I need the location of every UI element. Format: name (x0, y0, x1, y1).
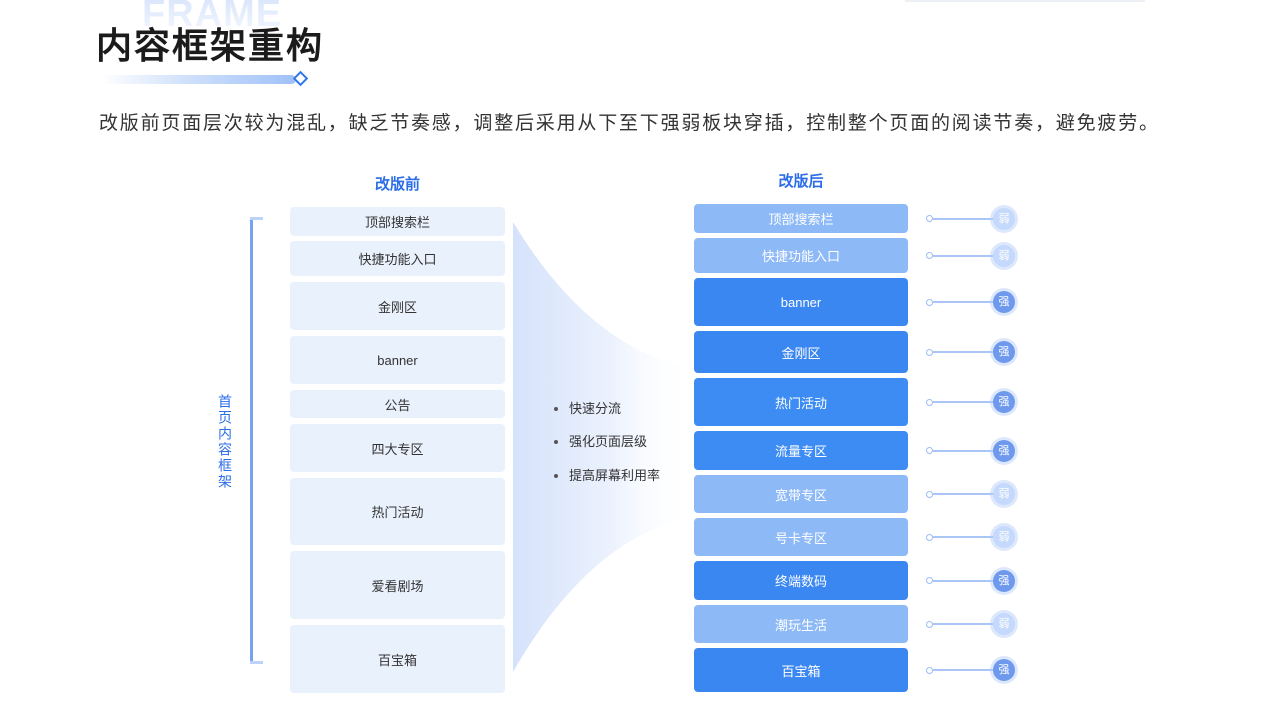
benefit-label: 提高屏幕利用率 (569, 468, 661, 483)
connector-line (933, 217, 995, 220)
bullet-icon (554, 440, 558, 444)
after-module: 终端数码 (694, 561, 908, 600)
connector-dot (926, 490, 933, 498)
connector-dot (926, 298, 933, 306)
level-badge: 强 (993, 659, 1015, 681)
after-module: 宽带专区 (694, 475, 908, 513)
after-module: 潮玩生活 (694, 605, 908, 643)
connector-dot (926, 620, 933, 628)
after-module: 顶部搜索栏 (694, 204, 908, 233)
level-badge: 强 (993, 391, 1015, 413)
connector-line (933, 669, 995, 671)
connector-dot (926, 666, 933, 674)
level-badge: 弱 (993, 613, 1015, 635)
diamond-icon (292, 70, 309, 87)
connector-line (933, 536, 995, 538)
connector-line (933, 493, 995, 495)
connector-line (933, 401, 995, 403)
before-module: 金刚区 (290, 282, 505, 330)
after-row: 金刚区 强 (694, 331, 1020, 373)
before-module: banner (290, 336, 505, 384)
before-module: 快捷功能入口 (290, 241, 505, 276)
level-badge: 弱 (993, 244, 1015, 267)
bullet-icon (554, 407, 558, 411)
before-module: 公告 (290, 390, 505, 418)
after-module: 金刚区 (694, 331, 908, 373)
title-underline (100, 75, 296, 84)
funnel-shape (513, 222, 692, 672)
before-module: 热门活动 (290, 478, 505, 545)
level-badge: 强 (993, 291, 1015, 313)
level-badge: 弱 (993, 483, 1015, 505)
page-title: 内容框架重构 (96, 25, 325, 66)
after-module: 流量专区 (694, 431, 908, 470)
connector-line (933, 449, 995, 452)
after-module: 热门活动 (694, 378, 908, 426)
bracket-line (250, 218, 253, 664)
benefit-item: 快速分流 (552, 400, 621, 418)
before-heading: 改版前 (374, 176, 420, 193)
benefit-label: 快速分流 (569, 401, 622, 416)
connector-line (933, 579, 995, 582)
after-row: 热门活动 强 (694, 378, 1020, 426)
bracket-cap-top (250, 217, 263, 220)
after-row: 百宝箱 强 (694, 648, 1020, 692)
after-row: 快捷功能入口 弱 (694, 238, 1020, 273)
connector-dot (926, 577, 933, 584)
after-heading: 改版后 (778, 173, 824, 190)
after-row: 流量专区 强 (694, 431, 1020, 470)
after-row: 号卡专区 弱 (694, 518, 1020, 556)
before-module: 四大专区 (290, 424, 505, 472)
connector-line (933, 623, 995, 625)
bullet-icon (554, 474, 558, 478)
bracket-label: 首页内容框架 (217, 394, 233, 490)
connector-dot (926, 252, 933, 259)
benefit-item: 提高屏幕利用率 (552, 467, 660, 485)
after-row: 潮玩生活 弱 (694, 605, 1020, 643)
top-decoration (905, 0, 1145, 2)
after-module: 快捷功能入口 (694, 238, 908, 273)
watermark-text: FRAME (142, 0, 282, 36)
connector-dot (926, 348, 933, 356)
level-badge: 强 (993, 341, 1015, 363)
connector-dot (926, 533, 933, 541)
before-module: 百宝箱 (290, 625, 505, 693)
connector-line (933, 351, 995, 353)
before-module: 爱看剧场 (290, 551, 505, 619)
after-module: 百宝箱 (694, 648, 908, 692)
after-module: 号卡专区 (694, 518, 908, 556)
after-row: 终端数码 强 (694, 561, 1020, 600)
level-badge: 弱 (993, 207, 1015, 230)
connector-dot (926, 215, 933, 222)
page-subtitle: 改版前页面层次较为混乱，缺乏节奏感，调整后采用从下至下强弱板块穿插，控制整个页面… (99, 113, 1160, 134)
bracket-cap-bottom (250, 661, 263, 664)
after-row: 宽带专区 弱 (694, 475, 1020, 513)
benefit-label: 强化页面层级 (569, 434, 648, 449)
benefit-item: 强化页面层级 (552, 433, 647, 451)
after-row: banner 强 (694, 278, 1020, 326)
connector-dot (926, 398, 933, 406)
after-module: banner (694, 278, 908, 326)
level-badge: 弱 (993, 526, 1015, 548)
before-module: 顶部搜索栏 (290, 207, 505, 236)
level-badge: 强 (993, 439, 1015, 462)
connector-dot (926, 447, 933, 454)
connector-line (933, 254, 995, 257)
level-badge: 强 (993, 569, 1015, 592)
connector-line (933, 301, 995, 303)
after-row: 顶部搜索栏 弱 (694, 204, 1020, 233)
